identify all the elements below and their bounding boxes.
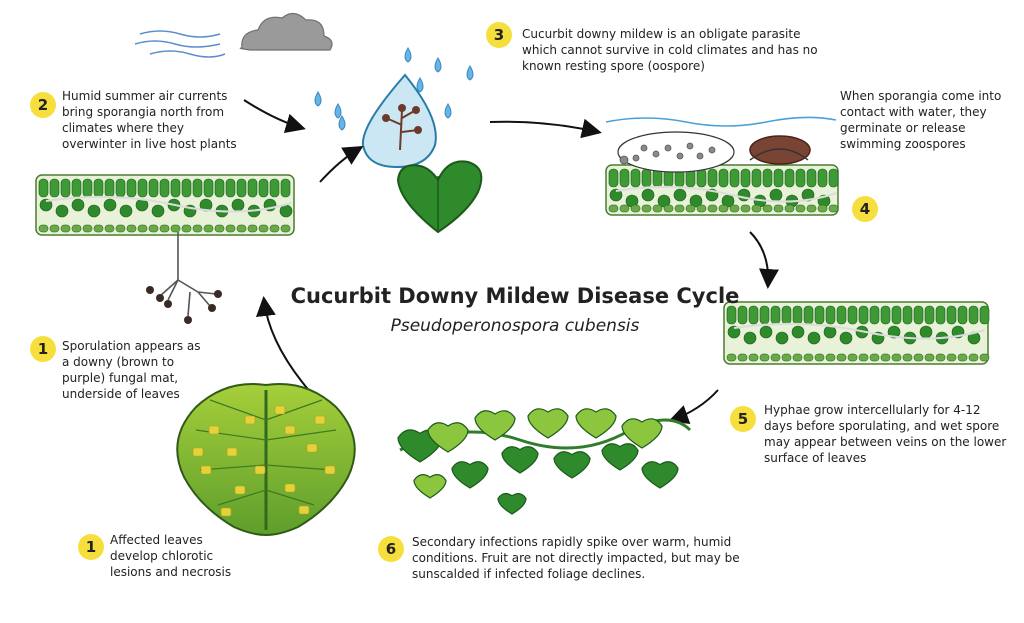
step-badge-2: 2 xyxy=(30,92,56,118)
step-text-1-sporulation: Sporulation appears as a downy (brown to… xyxy=(62,339,201,401)
sporangiophore xyxy=(146,232,222,324)
step-badge-4: 4 xyxy=(852,196,878,222)
cloud-icon xyxy=(239,12,333,51)
cucumber-vine xyxy=(397,408,692,515)
leaf-tissue-left xyxy=(35,174,295,236)
step-text-3: Cucurbit downy mildew is an obligate par… xyxy=(522,27,818,73)
step-text-zoospores: When sporangia come into contact with wa… xyxy=(840,89,1002,151)
water-film xyxy=(605,116,837,127)
diagram-subtitle: Pseudoperonospora cubensis xyxy=(390,316,640,336)
step-badge-3: 3 xyxy=(486,22,512,48)
step-badge-1-sporulation: 1 xyxy=(30,336,56,362)
heart-leaf-icon xyxy=(396,160,483,234)
step-badge-5: 5 xyxy=(730,406,756,432)
leaf-tissue-right-top xyxy=(605,164,839,216)
water-drop-sporangium xyxy=(361,73,437,169)
step-text-5: Hyphae grow intercellularly for 4-12 day… xyxy=(764,403,1007,465)
step-badge-6: 6 xyxy=(378,536,404,562)
step-text-1-lesions: Affected leaves develop chlorotic lesion… xyxy=(110,533,232,579)
step-text-6: Secondary infections rapidly spike over … xyxy=(412,535,740,581)
rain-drops xyxy=(314,47,474,131)
wind-icon xyxy=(134,30,226,58)
leaf-tissue-right-mid xyxy=(723,301,990,365)
zoospore-release xyxy=(617,131,811,173)
diagram-title: Cucurbit Downy Mildew Disease Cycle xyxy=(290,284,740,308)
infected-leaf xyxy=(176,383,356,537)
step-text-2: Humid summer air currents bring sporangi… xyxy=(62,89,237,151)
step-badge-1-lesions: 1 xyxy=(78,534,104,560)
